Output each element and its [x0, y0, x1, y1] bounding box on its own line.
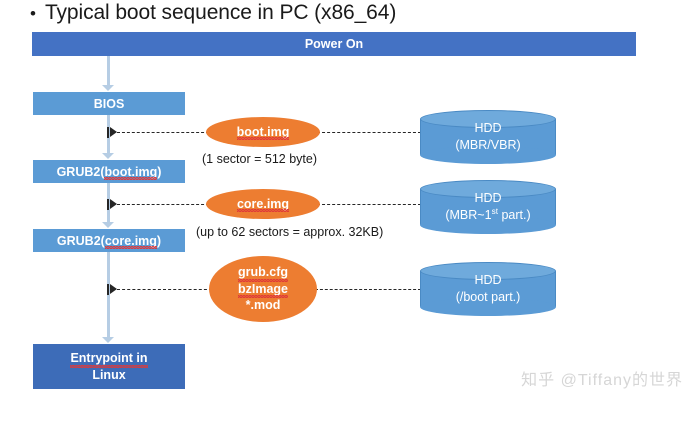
artifact-core-img-label: core.img [236, 197, 290, 212]
dash-row2-left [117, 204, 209, 205]
flow-box-entrypoint-linux: Entrypoint in Linux [33, 344, 185, 389]
connector-arrow-entrypoint-icon [102, 337, 114, 343]
dash-row3-left [117, 289, 212, 290]
dash-row2-tick [107, 199, 109, 210]
dash-row2-right [317, 204, 421, 205]
artifact-boot-img-label: boot.img [236, 125, 290, 140]
dash-row3-arrowhead-icon [110, 284, 117, 294]
storage-hdd-mbr-vbr-line2: (MBR/VBR) [455, 138, 521, 152]
flow-box-grub2-boot-suffix: ) [157, 164, 162, 179]
flow-box-bios-label: BIOS [93, 96, 125, 111]
storage-hdd-mbr-vbr-line1: HDD [474, 121, 502, 136]
flow-box-grub2-boot-img: GRUB2(boot.img) [33, 160, 185, 183]
artifact-boot-img: boot.img [206, 117, 320, 147]
dash-row1-left [117, 132, 209, 133]
storage-hdd-mbr-first-part-line1: HDD [474, 190, 502, 205]
cylinder-bottom [420, 216, 556, 234]
storage-hdd-boot-part-line2: (/boot part.) [455, 290, 521, 304]
storage-hdd-boot-part-label: HDD (/boot part.) [420, 262, 556, 316]
connector-power-to-bios [107, 56, 110, 86]
storage-hdd-boot-part-line1: HDD [474, 273, 502, 288]
watermark: 知乎 @Tiffany的世界 [521, 372, 683, 389]
storage-hdd-boot-part: HDD (/boot part.) [420, 262, 556, 316]
connector-grubcore-to-entrypoint [107, 252, 110, 338]
artifact-star-mod-label: *.mod [245, 298, 281, 313]
storage-hdd-mbr-vbr: HDD (MBR/VBR) [420, 110, 556, 164]
cylinder-top [420, 180, 556, 198]
caption-core-size: (up to 62 sectors = approx. 32KB) [196, 225, 384, 239]
storage-hdd-mbr-first-part-line2: (MBR~1st part.) [445, 206, 530, 224]
flow-box-entrypoint-line1: Entrypoint in [70, 350, 148, 368]
flow-box-grub2-core-prefix: GRUB2( [56, 233, 105, 248]
flow-box-grub2-boot-filename: boot.img [104, 164, 158, 180]
dash-row1-right [317, 132, 421, 133]
connector-arrow-grubcore-icon [102, 222, 114, 228]
dash-row2-arrowhead-icon [110, 199, 117, 209]
dash-row1-tick [107, 127, 109, 138]
connector-arrow-grubboot-icon [102, 153, 114, 159]
page-title: • Typical boot sequence in PC (x86_64) [30, 1, 396, 25]
storage-hdd-mbr-vbr-label: HDD (MBR/VBR) [420, 110, 556, 164]
flow-box-grub2-core-img: GRUB2(core.img) [33, 229, 185, 252]
flow-box-power-on-label: Power On [304, 37, 364, 51]
flow-box-grub2-boot-prefix: GRUB2( [56, 164, 105, 179]
cylinder-top [420, 262, 556, 280]
storage-mbr-first-pre: (MBR~1 [445, 208, 492, 223]
caption-sector-size: (1 sector = 512 byte) [202, 152, 317, 166]
storage-hdd-mbr-first-part: HDD (MBR~1st part.) [420, 180, 556, 234]
cylinder-side-right [555, 119, 556, 155]
cylinder-side-left [420, 189, 421, 225]
artifact-grub-cfg-label: grub.cfg [238, 265, 288, 282]
storage-hdd-mbr-first-part-label: HDD (MBR~1st part.) [420, 180, 556, 234]
bullet-icon: • [30, 4, 36, 23]
artifact-bzimage-label: bzImage [237, 281, 289, 298]
cylinder-side-left [420, 271, 421, 307]
flow-box-entrypoint-line2: Linux [92, 367, 126, 382]
connector-arrow-bios-icon [102, 85, 114, 91]
cylinder-side-right [555, 271, 556, 307]
cylinder-side-left [420, 119, 421, 155]
flow-box-grub2-core-suffix: ) [156, 233, 162, 248]
dash-row1-arrowhead-icon [110, 127, 117, 137]
cylinder-bottom [420, 146, 556, 164]
cylinder-bottom [420, 298, 556, 316]
storage-mbr-first-sup: st [491, 207, 498, 217]
page-title-text: Typical boot sequence in PC (x86_64) [44, 1, 397, 24]
dash-row3-tick [107, 284, 109, 295]
dash-row3-right [315, 289, 421, 290]
flow-box-bios: BIOS [33, 92, 185, 115]
cylinder-side-right [555, 189, 556, 225]
flow-box-grub2-core-filename: core.img [104, 233, 158, 249]
cylinder-top [420, 110, 556, 128]
storage-mbr-first-post: part.) [497, 208, 531, 223]
artifact-boot-files: grub.cfg bzImage *.mod [209, 256, 317, 322]
artifact-core-img: core.img [206, 189, 320, 219]
flow-box-power-on: Power On [32, 32, 636, 56]
